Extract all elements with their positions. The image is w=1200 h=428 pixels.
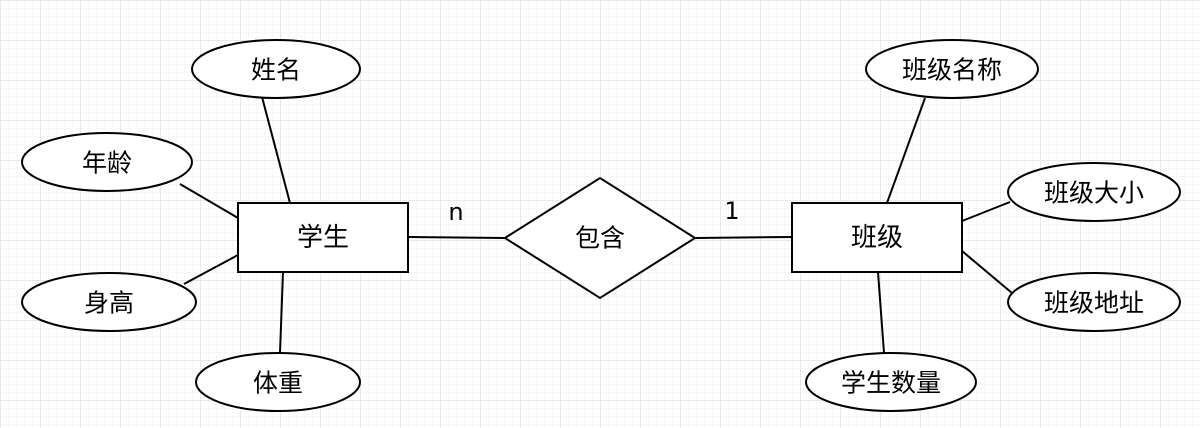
edge-classsize-class[interactable] <box>961 201 1011 222</box>
cardinality-1-label: 1 <box>724 197 739 225</box>
ellipse-shape[interactable] <box>1007 272 1181 332</box>
edge-student-contains[interactable] <box>407 236 506 239</box>
edge-contains-class[interactable] <box>694 236 793 239</box>
node-attribute-class-address[interactable]: 班级地址 <box>1007 272 1181 332</box>
rectangle-shape[interactable] <box>791 202 963 273</box>
ellipse-shape[interactable] <box>21 132 193 192</box>
relationship-label: 包含 <box>575 224 625 253</box>
edge-studentcount-class[interactable] <box>877 271 885 354</box>
edge-classaddress-class[interactable] <box>961 250 1013 294</box>
attribute-label: 学生数量 <box>841 369 941 398</box>
ellipse-shape[interactable] <box>1007 162 1181 222</box>
edge-weight-student[interactable] <box>279 271 284 354</box>
ellipse-shape[interactable] <box>195 352 361 412</box>
node-relationship-contains[interactable]: 包含 <box>503 176 697 300</box>
attribute-label: 年龄 <box>82 149 132 178</box>
edge-classname-class[interactable] <box>886 97 926 204</box>
ellipse-shape[interactable] <box>21 272 197 332</box>
rectangle-shape[interactable] <box>237 202 409 273</box>
ellipse-shape[interactable] <box>191 39 361 99</box>
attribute-label: 班级大小 <box>1044 179 1144 208</box>
node-entity-class[interactable]: 班级 <box>791 202 963 273</box>
node-attribute-weight[interactable]: 体重 <box>195 352 361 412</box>
node-entity-student[interactable]: 学生 <box>237 202 409 273</box>
ellipse-shape[interactable] <box>865 39 1039 99</box>
node-attribute-name[interactable]: 姓名 <box>191 39 361 99</box>
node-attribute-student-count[interactable]: 学生数量 <box>805 352 977 412</box>
attribute-label: 体重 <box>253 369 303 398</box>
edge-name-student[interactable] <box>261 96 291 204</box>
node-attribute-height[interactable]: 身高 <box>21 272 197 332</box>
node-attribute-class-name[interactable]: 班级名称 <box>865 39 1039 99</box>
ellipse-shape[interactable] <box>805 352 977 412</box>
attribute-label: 班级地址 <box>1044 289 1144 318</box>
attribute-label: 身高 <box>84 289 134 318</box>
connectors <box>179 96 1013 354</box>
entity-label: 学生 <box>297 223 349 253</box>
edge-height-student[interactable] <box>183 254 239 285</box>
cardinality-n-label: n <box>448 198 463 226</box>
attribute-label: 姓名 <box>251 56 301 85</box>
attribute-label: 班级名称 <box>902 56 1002 85</box>
entity-label: 班级 <box>851 223 903 253</box>
node-attribute-class-size[interactable]: 班级大小 <box>1007 162 1181 222</box>
edge-age-student[interactable] <box>179 183 239 219</box>
diamond-shape[interactable] <box>503 176 697 300</box>
node-attribute-age[interactable]: 年龄 <box>21 132 193 192</box>
